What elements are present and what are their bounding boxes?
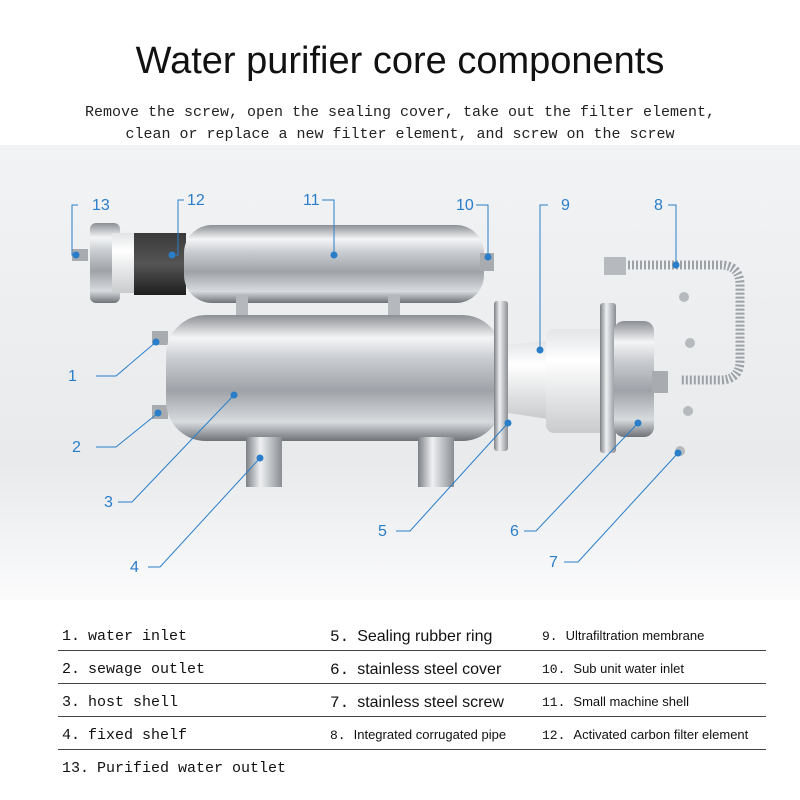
legend-item-7: 7.stainless steel screw <box>330 694 504 712</box>
legend-item-2: 2.sewage outlet <box>62 661 206 678</box>
legend-item-5: 5.Sealing rubber ring <box>330 628 493 646</box>
purifier-diagram: 1 2 3 4 5 6 7 8 9 10 11 12 13 <box>0 145 800 600</box>
callout-2: 2 <box>72 439 81 456</box>
product-illustration: 1 2 3 4 5 6 7 8 9 10 11 12 13 <box>0 145 800 600</box>
callout-8: 8 <box>654 197 663 214</box>
callout-1: 1 <box>68 368 77 385</box>
small-machine-shell <box>72 223 494 315</box>
legend-item-11: 11.Small machine shell <box>542 694 690 710</box>
legend-divider <box>58 749 766 750</box>
legend-divider <box>58 650 766 651</box>
legend-item-10: 10.Sub unit water inlet <box>542 661 684 677</box>
legend-item-8: 8.Integrated corrugated pipe <box>330 727 507 743</box>
callout-6: 6 <box>510 523 519 540</box>
callout-9: 9 <box>561 197 570 214</box>
callout-numbers: 1 2 3 4 5 6 7 8 9 10 11 12 13 <box>68 192 663 576</box>
legend-item-12: 12.Activated carbon filter element <box>542 727 749 743</box>
component-legend: 1.water inlet 5.Sealing rubber ring 9.Ul… <box>0 612 800 800</box>
legend-item-9: 9.Ultrafiltration membrane <box>542 628 705 644</box>
callout-5: 5 <box>378 523 387 540</box>
legend-row-1: 1.water inlet 5.Sealing rubber ring 9.Ul… <box>0 620 800 653</box>
host-shell <box>152 301 508 487</box>
callout-7: 7 <box>549 554 558 571</box>
callout-dots <box>72 251 682 462</box>
callout-12: 12 <box>187 192 205 209</box>
callout-4: 4 <box>130 559 139 576</box>
legend-row-5: 13.Purified water outlet <box>0 752 800 785</box>
callout-10: 10 <box>456 197 474 214</box>
callout-3: 3 <box>104 494 113 511</box>
instructions-line-1: Remove the screw, open the sealing cover… <box>84 104 716 121</box>
page-title: Water purifier core components <box>135 40 665 82</box>
callout-lines <box>71 199 679 568</box>
legend-item-1: 1.water inlet <box>62 628 188 645</box>
legend-item-3: 3.host shell <box>62 694 179 711</box>
callout-11: 11 <box>303 192 320 209</box>
legend-row-4: 4.fixed shelf 8.Integrated corrugated pi… <box>0 719 800 752</box>
legend-divider <box>58 683 766 684</box>
callout-13: 13 <box>92 197 110 214</box>
legend-item-6: 6.stainless steel cover <box>330 661 502 679</box>
legend-item-4: 4.fixed shelf <box>62 727 188 744</box>
instructions-line-2: clean or replace a new filter element, a… <box>125 126 675 143</box>
legend-row-2: 2.sewage outlet 6.stainless steel cover … <box>0 653 800 686</box>
instructions: Remove the screw, open the sealing cover… <box>0 102 800 146</box>
membrane-and-cover <box>508 303 668 453</box>
legend-row-3: 3.host shell 7.stainless steel screw 11.… <box>0 686 800 719</box>
legend-divider <box>58 716 766 717</box>
legend-item-13: 13.Purified water outlet <box>62 760 287 777</box>
